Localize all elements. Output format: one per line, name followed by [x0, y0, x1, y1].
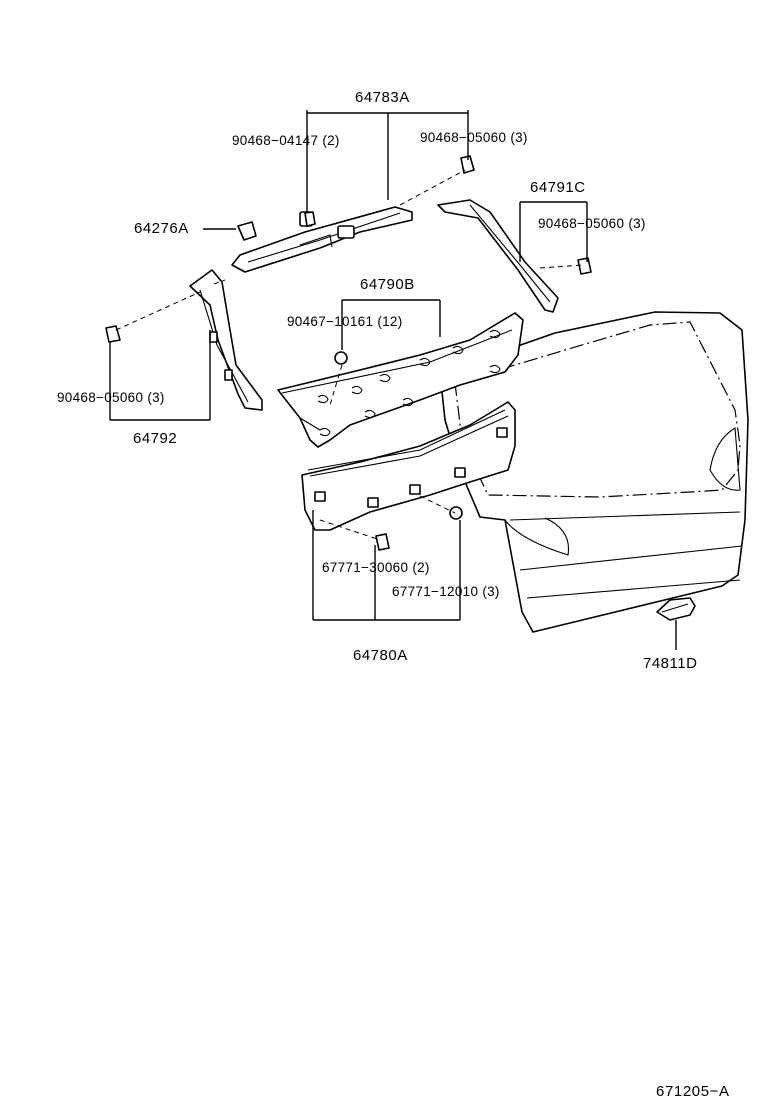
fasteners: [105, 155, 696, 621]
label-64790B: 64790B: [360, 276, 415, 293]
clip-marks: [317, 329, 501, 437]
clip-90468-04147-icon: [304, 211, 316, 227]
label-64783A: 64783A: [355, 89, 410, 106]
clip-90467-icon: [334, 351, 348, 365]
bracket-leaders: [109, 110, 677, 650]
pillar-64792: [189, 269, 263, 411]
label-64791C: 64791C: [530, 179, 586, 196]
garnish-64783A: [231, 206, 413, 273]
label-67771-30060: 67771−30060 (2): [322, 560, 430, 575]
diagram-reference: 671205−A: [656, 1083, 730, 1100]
label-64276A: 64276A: [134, 220, 189, 237]
dashed-leaders: [115, 169, 584, 541]
label-90468-04147: 90468−04147 (2): [232, 133, 340, 148]
clip-right-icon: [577, 257, 592, 275]
trim-panel-64780A: [301, 401, 516, 531]
panel-clips: [314, 427, 508, 508]
clip-64276A-icon: [237, 221, 257, 241]
clip-top-right-icon: [460, 155, 475, 174]
label-64792: 64792: [133, 430, 177, 447]
label-90468-05060-top: 90468−05060 (3): [420, 130, 528, 145]
label-74811D: 74811D: [643, 655, 697, 672]
clip-67771-12010-icon: [449, 506, 463, 520]
label-64780A: 64780A: [353, 647, 408, 664]
part-labels: 64783A 90468−04147 (2) 90468−05060 (3) 6…: [57, 89, 697, 672]
label-90468-05060-right: 90468−05060 (3): [538, 216, 646, 231]
label-90467-10161: 90467−10161 (12): [287, 314, 403, 329]
label-67771-12010: 67771−12010 (3): [392, 584, 500, 599]
back-door-panel: [439, 311, 749, 633]
pillar-64791C: [437, 199, 559, 313]
clip-left-icon: [105, 325, 121, 343]
label-90468-05060-left: 90468−05060 (3): [57, 390, 165, 405]
trim-panel-64790B: [277, 312, 524, 448]
lamp-74811D-icon: [656, 597, 696, 621]
clip-67771-30060-icon: [375, 533, 390, 551]
